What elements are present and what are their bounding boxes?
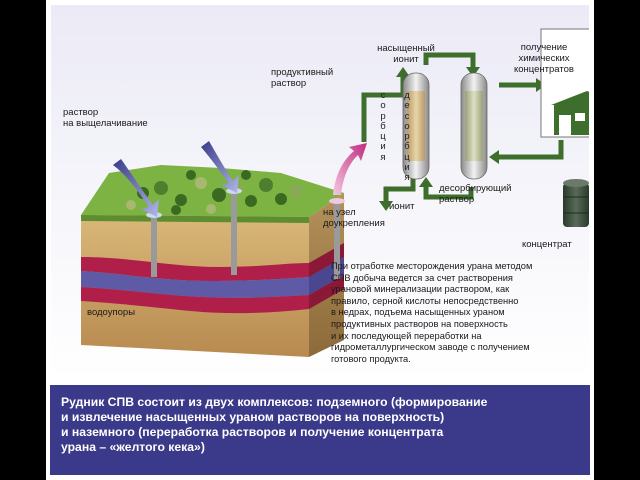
aquitard-layer-lower [81,287,309,314]
label-to-final-unit-line-2: доукрепления [323,218,385,229]
block-top-edge [81,215,309,223]
label-desorbing-solution-line-2: раствор [439,194,475,205]
desorption-column [460,72,488,180]
label-chemical-concentrates-line-2: химических [518,53,570,64]
isl-process-diagram [81,28,589,357]
production-well-head [329,198,345,204]
label-chemical-concentrates: получение химических концентратов [501,42,587,75]
summary-banner: Рудник СПВ состоит из двух комплексов: п… [50,385,590,475]
plant-roof [551,91,589,105]
diagram-panel: раствор на выщелачивание продуктивный ра… [51,5,589,380]
description-line-3: урановой минерализации раствором, как [331,284,510,295]
label-leach-solution: раствор на выщелачивание [63,107,148,129]
label-product-solution-line-2: раствор [271,78,307,89]
sorption-column [402,72,430,180]
label-product-solution-line-1: продуктивный [271,67,334,78]
label-chemical-concentrates-line-1: получение [520,42,568,53]
chemical-plant [540,28,589,138]
label-saturated-ionite: насыщенный ионит [369,43,443,65]
label-chemical-concentrates-line-3: концентратов [514,64,574,75]
injection-well-2 [231,191,237,275]
flow-arrowheads [379,67,546,211]
label-desorbing-solution-line-1: десорбирующий [439,183,512,194]
summary-text: Рудник СПВ состоит из двух комплексов: п… [61,395,487,455]
injection-arrow-1 [113,159,159,217]
description-line-7: и их последующей переработки на [331,330,482,341]
description-line-5: в недрах, подъема насыщенных ураном [331,307,505,318]
production-well [334,201,340,279]
injection-well-1 [151,215,157,277]
label-to-final-unit: на узел доукрепления [323,207,385,229]
label-leach-solution-line-2: на выщелачивание [63,118,148,129]
label-to-final-unit-line-1: на узел [323,207,356,218]
product-arrow [333,143,367,195]
side-layer-red-2 [309,275,344,309]
flow-to-final-unit [383,177,416,201]
geological-block [81,141,367,357]
description-line-4: правило, серной кислоты непосредственно [331,295,519,306]
summary-line-4: урана – «желтого кека») [61,440,205,454]
label-concentrate: концентрат [522,239,572,250]
concentrate-barrels [563,179,589,227]
aquitard-layer-upper [81,257,309,281]
flow-plant-to-desorption [499,140,564,160]
summary-line-1: Рудник СПВ состоит из двух комплексов: п… [61,395,488,409]
flow-saturated-ionite [423,52,476,69]
summary-line-2: и извлечение насыщенных ураном растворов… [61,410,445,424]
label-saturated-ionite-line-1: насыщенный [377,43,435,54]
description-line-8: гидрометаллургическом заводе с получение… [331,342,530,353]
label-saturated-ionite-line-2: ионит [393,54,419,65]
label-aquitards: водоупоры [87,307,136,318]
description-text: При отработке месторождения урана методо… [331,261,581,365]
label-ionite: ионит [389,201,415,212]
injection-arrow-2 [201,141,239,193]
label-leach-solution-line-1: раствор [63,107,99,118]
label-product-solution: продуктивный раствор [271,67,333,89]
ore-layer [81,271,309,298]
flow-ionite-return [423,185,474,200]
figure-frame: раствор на выщелачивание продуктивный ра… [46,0,594,480]
summary-line-3: и наземного (переработка растворов и пол… [61,425,444,439]
description-line-6: продуктивных растворов на поверхность [331,318,508,329]
description-line-2: СПВ добыча ведется за счет растворения [331,272,513,283]
label-desorbing-solution: десорбирующий раствор [439,183,511,205]
description-line-9: готового продукта. [331,353,411,364]
description-line-1: При отработке месторождения урана методо… [331,261,533,271]
